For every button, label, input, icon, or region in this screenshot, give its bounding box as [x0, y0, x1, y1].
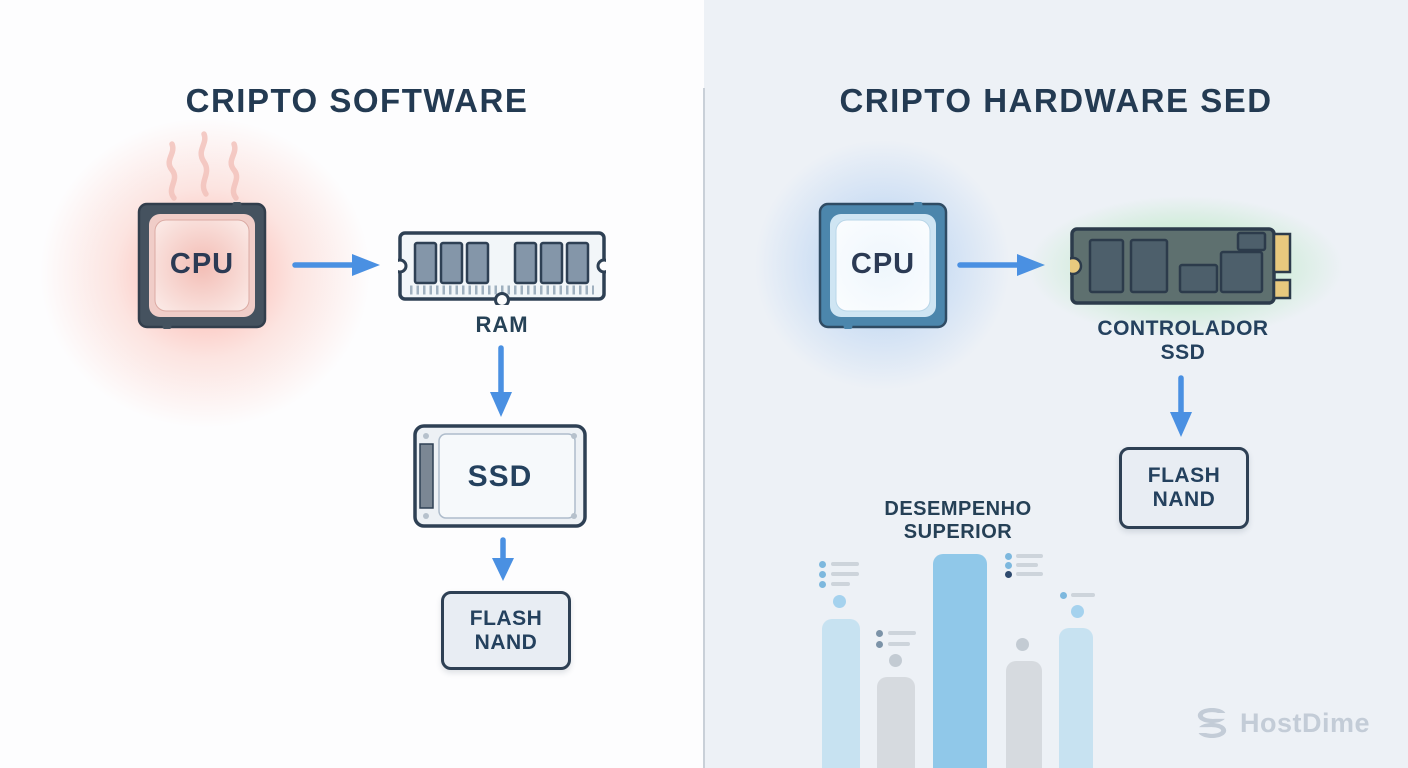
ssd-controller-label: CONTROLADOR SSD — [1063, 317, 1303, 365]
left-panel-title: CRIPTO SOFTWARE — [185, 82, 529, 119]
cpu-chip-hardware-icon — [818, 202, 948, 329]
decor-line — [888, 642, 910, 646]
decor-line — [888, 631, 916, 635]
decor-dot — [819, 561, 826, 568]
decor-line — [831, 562, 859, 566]
watermark: HostDime — [1192, 702, 1370, 744]
arrow-cpu-to-ram — [292, 254, 380, 276]
cpu-software-label: CPU — [169, 248, 235, 280]
arrow-controller-to-flash — [1170, 375, 1192, 437]
decor-circle — [833, 595, 846, 608]
decor-line — [831, 582, 850, 586]
ram-label: RAM — [475, 312, 529, 337]
decor-line — [831, 572, 859, 576]
decor-dot — [819, 581, 826, 588]
ssd-controller-line1: CONTROLADOR — [1097, 317, 1269, 340]
flash-nand-line2: NAND — [474, 630, 538, 654]
flash-nand-box-hardware: FLASH NAND — [1119, 447, 1249, 529]
flash-nand-box-software: FLASH NAND — [441, 591, 571, 670]
decor-dot — [1060, 592, 1067, 599]
watermark-brand: HostDime — [1240, 707, 1371, 738]
heat-waves-icon — [166, 131, 240, 201]
ssd-controller-line2: SSD — [1160, 340, 1206, 364]
flash-nand-right-line2: NAND — [1152, 488, 1216, 511]
arrow-ram-to-ssd — [490, 345, 512, 417]
decor-line — [1016, 563, 1038, 567]
decor-circle — [889, 654, 902, 667]
decor-circle — [1016, 638, 1029, 651]
decor-line — [1016, 554, 1043, 558]
flash-nand-right-line1: FLASH — [1147, 464, 1221, 488]
cpu-hardware-label: CPU — [850, 248, 916, 280]
ram-module-icon — [398, 231, 606, 305]
ssd-controller-m2-icon — [1070, 227, 1292, 305]
decor-dot — [1005, 553, 1012, 560]
arrow-cpu-to-controller — [957, 254, 1045, 276]
performance-caption-line1: DESEMPENHO — [884, 498, 1032, 520]
decor-line — [1071, 593, 1095, 597]
cpu-chip-software-icon — [137, 202, 267, 329]
decor-dot — [1005, 562, 1012, 569]
decor-dot — [1005, 571, 1012, 578]
ssd-label: SSD — [467, 460, 533, 493]
performance-caption-line2: SUPERIOR — [903, 521, 1013, 543]
arrow-ssd-to-flash — [492, 537, 514, 581]
ssd-drive-icon — [413, 424, 587, 528]
decor-circle — [1071, 605, 1084, 618]
decor-line — [1016, 572, 1043, 576]
hostdime-logo-icon — [1197, 708, 1227, 738]
decor-dot — [876, 630, 883, 637]
flash-nand-line1: FLASH — [469, 606, 543, 630]
decor-dot — [876, 641, 883, 648]
decor-dot — [819, 571, 826, 578]
right-panel-title: CRIPTO HARDWARE SED — [839, 82, 1273, 119]
performance-caption: DESEMPENHO SUPERIOR — [808, 498, 1108, 544]
panel-divider — [703, 88, 705, 768]
